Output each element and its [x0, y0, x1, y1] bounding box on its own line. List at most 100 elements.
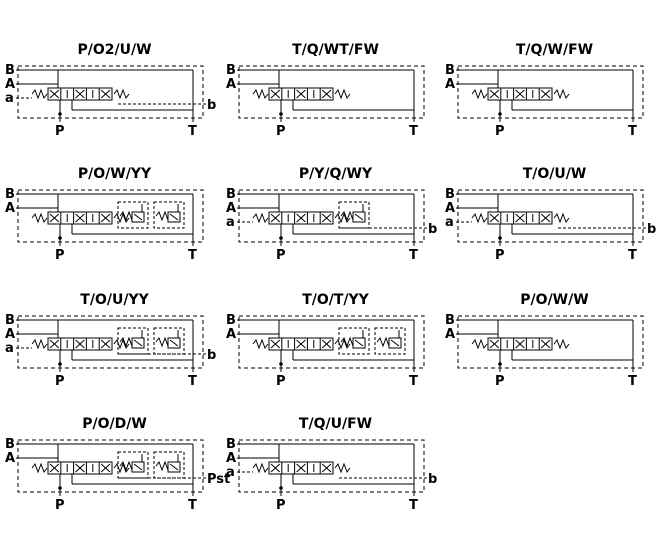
- port-a-label: A: [445, 327, 455, 342]
- port-t-label: T: [188, 374, 197, 389]
- port-a-label: A: [226, 327, 236, 342]
- port-p-label: P: [495, 124, 505, 139]
- port-a-label: A: [226, 201, 236, 216]
- port-a-label: a: [5, 91, 14, 106]
- valve-housing: [238, 189, 425, 243]
- port-a-label: A: [445, 77, 455, 92]
- spring-icon: [252, 212, 269, 224]
- port-b-label: B: [5, 437, 15, 452]
- port-a-label: a: [5, 341, 14, 356]
- port-a-label: A: [5, 201, 15, 216]
- valve-housing: [457, 189, 644, 243]
- port-a-label: A: [445, 201, 455, 216]
- circuit-diagram: T/Q/W/FW BA P T: [445, 42, 644, 139]
- port-b-label: B: [5, 313, 15, 328]
- port-a-label: a: [226, 215, 235, 230]
- valve-housing: [457, 315, 644, 369]
- valve-housing: [238, 315, 425, 369]
- port-t-label: T: [409, 124, 418, 139]
- valve-housing: [457, 65, 644, 119]
- spring-icon: [113, 338, 130, 350]
- port-a-label: A: [5, 77, 15, 92]
- pilot-sub-valve: [153, 327, 185, 355]
- spring-icon: [553, 88, 570, 100]
- valve-housing: [17, 65, 204, 119]
- spring-icon: [334, 212, 351, 224]
- spring-icon: [113, 212, 130, 224]
- spring-icon: [553, 212, 570, 224]
- valve-housing: [17, 315, 204, 369]
- spring-icon: [31, 212, 48, 224]
- spring-icon: [252, 338, 269, 350]
- diagram-title: T/Q/WT/FW: [292, 42, 379, 58]
- port-a-label: a: [445, 215, 454, 230]
- diagram-title: T/Q/U/FW: [299, 416, 372, 432]
- port-right-label: Pst: [207, 472, 230, 487]
- port-p-label: P: [55, 498, 65, 513]
- spring-icon: [471, 338, 488, 350]
- port-t-label: T: [188, 498, 197, 513]
- diagram-title: T/Q/W/FW: [516, 42, 593, 58]
- port-t-label: T: [628, 374, 637, 389]
- pilot-sub-valve: [117, 327, 149, 355]
- port-t-label: T: [188, 124, 197, 139]
- port-right-label: b: [428, 472, 437, 487]
- port-right-label: b: [207, 98, 216, 113]
- diagram-title: P/Y/Q/WY: [299, 166, 373, 182]
- port-p-label: P: [55, 248, 65, 263]
- spring-icon: [252, 462, 269, 474]
- port-b-label: B: [445, 313, 455, 328]
- port-right-label: b: [647, 222, 656, 237]
- port-b-label: B: [445, 63, 455, 78]
- spring-icon: [471, 88, 488, 100]
- spring-icon: [553, 338, 570, 350]
- pilot-sub-valve: [117, 201, 149, 229]
- spring-icon: [471, 212, 488, 224]
- port-b-label: B: [226, 63, 236, 78]
- port-t-label: T: [409, 374, 418, 389]
- pilot-sub-valve: [374, 327, 406, 355]
- spring-icon: [31, 462, 48, 474]
- spring-icon: [334, 88, 351, 100]
- diagram-title: P/O/W/W: [520, 292, 588, 308]
- port-p-label: P: [55, 374, 65, 389]
- port-t-label: T: [628, 124, 637, 139]
- valve-housing: [17, 439, 204, 493]
- spring-icon: [113, 88, 130, 100]
- port-right-label: b: [207, 348, 216, 363]
- valve-housing: [238, 439, 425, 493]
- port-a-label: A: [5, 327, 15, 342]
- port-b-label: B: [226, 187, 236, 202]
- diagram-title: T/O/U/W: [523, 166, 587, 182]
- port-b-label: B: [5, 187, 15, 202]
- pilot-sub-valve: [338, 327, 370, 355]
- spring-icon: [252, 88, 269, 100]
- port-a-label: a: [226, 465, 235, 480]
- port-b-label: B: [226, 313, 236, 328]
- port-a-label: A: [5, 451, 15, 466]
- diagram-title: T/O/T/YY: [302, 292, 369, 308]
- spring-icon: [31, 88, 48, 100]
- spring-icon: [113, 462, 130, 474]
- port-right-label: b: [428, 222, 437, 237]
- spring-icon: [31, 338, 48, 350]
- spring-icon: [334, 338, 351, 350]
- port-t-label: T: [409, 248, 418, 263]
- port-p-label: P: [276, 248, 286, 263]
- port-p-label: P: [276, 124, 286, 139]
- port-t-label: T: [628, 248, 637, 263]
- pilot-sub-valve: [153, 201, 185, 229]
- port-p-label: P: [495, 248, 505, 263]
- port-p-label: P: [276, 498, 286, 513]
- port-b-label: B: [5, 63, 15, 78]
